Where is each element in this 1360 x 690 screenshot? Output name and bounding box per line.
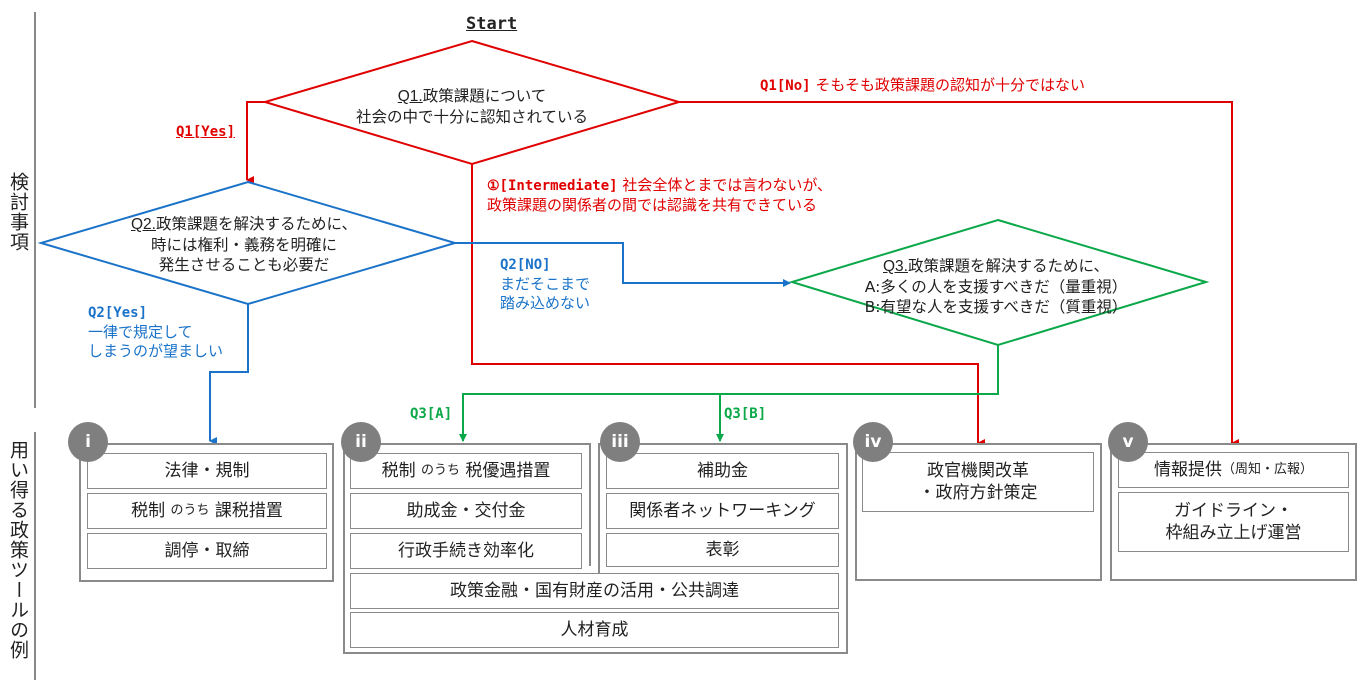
q2-text: Q2.政策課題を解決するために、 時には権利・義務を明確に 発生させることも必要… <box>131 214 357 275</box>
badge-iv: iv <box>853 422 893 462</box>
q1-yes-connector <box>246 101 265 184</box>
side-label-considerations: 検討事項 <box>7 172 29 252</box>
q2-yes-label: Q2[Yes] 一律で規定して しまうのが望ましい <box>88 305 224 360</box>
q1-text: Q1.政策課題について 社会の中で十分に認知されている <box>356 86 588 127</box>
tool-item-information-provision: 情報提供（周知・広報） <box>1118 452 1349 488</box>
badge-iii: iii <box>600 422 640 462</box>
start-label: Start <box>466 14 518 34</box>
q1-line2: 社会の中で十分に認知されている <box>355 108 589 126</box>
side-label-policy-tools: 用い得る政策ツールの例 <box>7 440 29 660</box>
q1-line1: 政策課題について <box>422 87 547 105</box>
tool-item-guidelines: ガイドライン・ 枠組み立上げ運営 <box>1118 492 1349 552</box>
tool-item-law-regulation: 法律・規制 <box>87 453 327 489</box>
q2-yes-connector <box>209 304 249 445</box>
badge-ii: ii <box>341 422 381 462</box>
intermediate-connector <box>471 164 985 447</box>
q3-line1: 政策課題を解決するために、 <box>907 257 1110 275</box>
q2-line3: 発生させることも必要だ <box>158 256 330 274</box>
top-divider <box>34 12 36 408</box>
badge-v: v <box>1108 422 1148 462</box>
tool-item-commendation: 表彰 <box>606 533 839 567</box>
q3-line3: B:有望な人を支援すべきだ（質重視） <box>864 298 1128 316</box>
q3-b-label: Q3[B] <box>724 406 767 422</box>
q2-prefix: Q2. <box>130 216 156 233</box>
tool-item-mediation-enforcement: 調停・取締 <box>87 533 327 569</box>
q3-connector <box>459 345 999 442</box>
tool-item-administrative-efficiency: 行政手続き効率化 <box>350 533 582 569</box>
q3-text: Q3.政策課題を解決するために、 A:多くの人を支援すべきだ（量重視） B:有望… <box>865 256 1128 317</box>
badge-i: i <box>68 422 108 462</box>
tool-item-subsidy: 補助金 <box>606 453 839 489</box>
q2-no-label: Q2[NO] まだそこまで 踏み込めない <box>500 257 591 312</box>
tool-item-tax-incentives: 税制 のうち 税優遇措置 <box>350 453 582 489</box>
q1-no-label: Q1[No] そもそも政策課題の認知が十分ではない <box>760 76 1086 94</box>
tool-item-government-reform: 政官機関改革 ・政府方針策定 <box>862 452 1094 512</box>
tool-item-policy-finance: 政策金融・国有財産の活用・公共調達 <box>350 573 839 609</box>
q1-yes-label: Q1[Yes] <box>176 124 236 140</box>
tool-item-stakeholder-networking: 関係者ネットワーキング <box>606 493 839 529</box>
q1-prefix: Q1. <box>397 88 423 105</box>
q3-line2: A:多くの人を支援すべきだ（量重視） <box>864 278 1128 296</box>
bottom-divider <box>34 432 36 680</box>
q3-a-label: Q3[A] <box>410 406 453 422</box>
q1-no-connector <box>679 101 1239 447</box>
intermediate-label: ①[Intermediate] 社会全体とまでは言わないが、 政策課題の関係者の… <box>487 176 833 214</box>
tool-item-taxation-measures: 税制 のうち 課税措置 <box>87 493 327 529</box>
q2-line2: 時には権利・義務を明確に <box>150 236 337 254</box>
q2-line1: 政策課題を解決するために、 <box>155 215 358 233</box>
tool-item-grants-subsidies: 助成金・交付金 <box>350 493 582 529</box>
tool-item-human-resource-development: 人材育成 <box>350 612 839 648</box>
q2-no-connector <box>455 242 791 287</box>
q3-prefix: Q3. <box>882 258 908 275</box>
